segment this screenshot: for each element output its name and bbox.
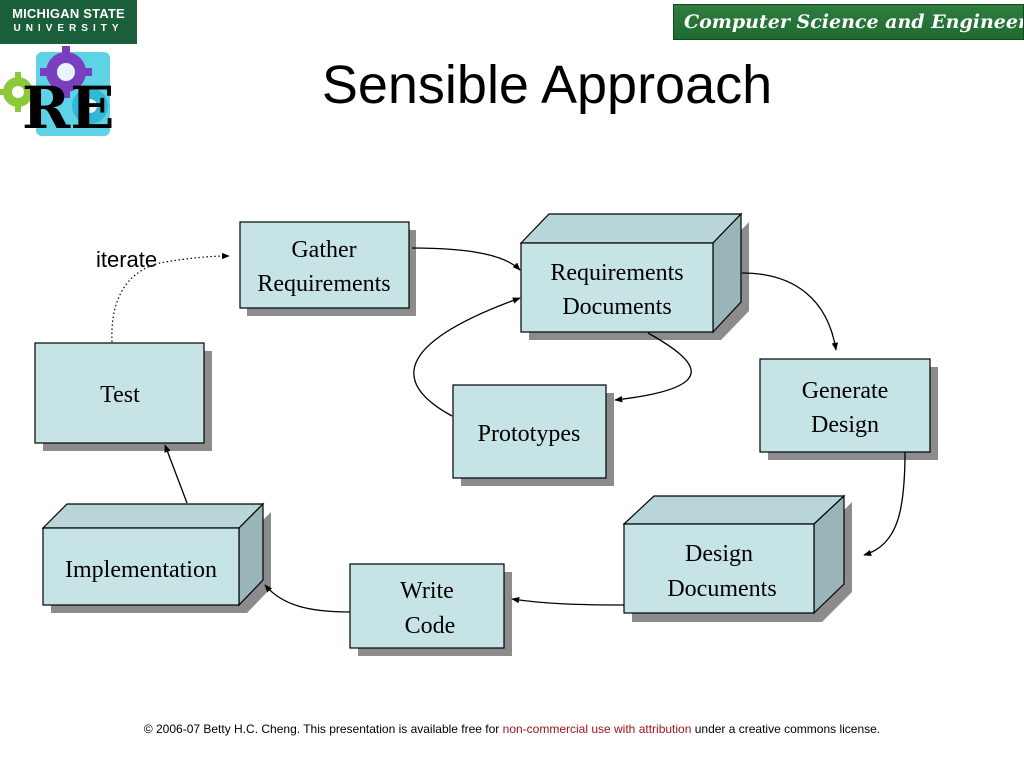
arrow-writecode-to-implementation xyxy=(264,584,351,613)
footer-suffix: under a creative commons license. xyxy=(691,722,881,736)
logo-letters: RE xyxy=(22,74,114,138)
purple-gear-icon xyxy=(40,46,92,98)
requirements-documents-line2: Documents xyxy=(562,294,671,320)
footer-copyright: © 2006-07 Betty H.C. Cheng. This present… xyxy=(0,722,1024,736)
design-documents-line2: Documents xyxy=(667,576,776,602)
msu-logo: MICHIGAN STATE UNIVERSITY xyxy=(0,0,137,44)
requirements-documents-line1: Requirements xyxy=(550,260,683,286)
gather-requirements-line2: Requirements xyxy=(257,271,390,297)
test-label: Test xyxy=(100,382,140,408)
arrow-generate-to-designdocs xyxy=(863,451,906,557)
arrow-implementation-to-test xyxy=(164,444,188,504)
write-code-line1: Write xyxy=(400,578,454,604)
cyan-gear-icon xyxy=(72,88,108,124)
department-banner: Computer Science and Engineering xyxy=(673,4,1024,40)
generate-design-box: Generate Design xyxy=(759,358,938,460)
gather-requirements-line1: Gather xyxy=(291,237,356,263)
arrow-prototypes-to-reqdocs xyxy=(413,297,521,417)
re-gear-logo: RE xyxy=(0,46,114,138)
gather-requirements-box: Gather Requirements xyxy=(239,221,416,316)
requirements-documents-box: Requirements Documents xyxy=(519,212,749,340)
arrow-designdocs-to-writecode xyxy=(511,596,625,606)
slide-title: Sensible Approach xyxy=(321,55,773,115)
write-code-box: Write Code xyxy=(349,563,512,656)
university-name-line1: MICHIGAN STATE xyxy=(12,6,125,21)
prototypes-box: Prototypes xyxy=(452,384,614,486)
arrow-reqdocs-to-generate xyxy=(741,272,839,351)
footer-license-link[interactable]: non-commercial use with attribution xyxy=(502,722,692,736)
write-code-line2: Code xyxy=(405,613,456,639)
university-name-line2: UNIVERSITY xyxy=(13,23,124,34)
design-documents-box: Design Documents xyxy=(622,494,852,622)
prototypes-label: Prototypes xyxy=(478,421,581,447)
green-gear-icon xyxy=(0,72,38,112)
footer-prefix: © 2006-07 Betty H.C. Cheng. This present… xyxy=(143,722,503,736)
arrow-gather-to-reqdocs xyxy=(411,247,521,271)
generate-design-line2: Design xyxy=(811,412,879,438)
iterate-label: iterate xyxy=(96,247,158,272)
implementation-box: Implementation xyxy=(41,502,271,613)
generate-design-line1: Generate xyxy=(802,378,889,404)
implementation-label: Implementation xyxy=(65,557,217,583)
arrow-reqdocs-to-prototypes xyxy=(614,332,692,403)
test-box: Test xyxy=(34,342,212,451)
design-documents-line1: Design xyxy=(685,541,753,567)
